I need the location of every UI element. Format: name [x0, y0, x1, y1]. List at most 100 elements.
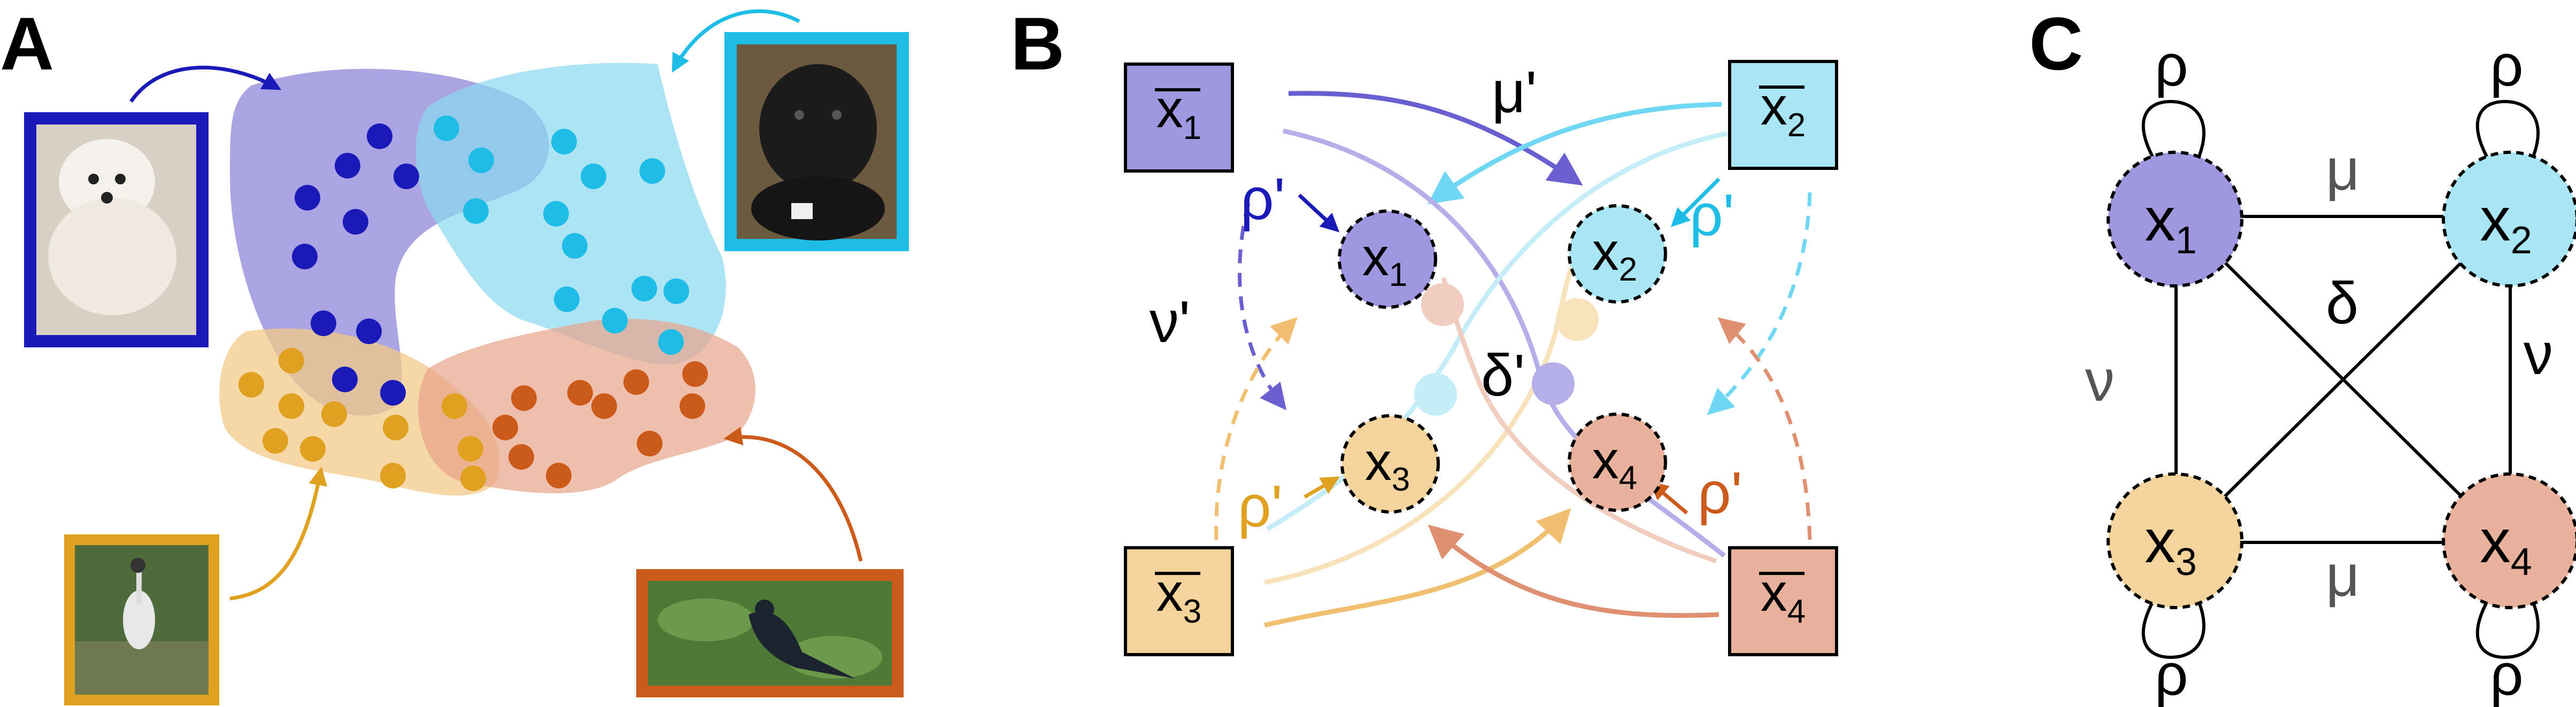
nu-arrow-mean4 — [1717, 317, 1812, 540]
photo-black-bird — [636, 569, 904, 697]
photo-white-dog — [24, 112, 209, 347]
svg-text:x4: x4 — [1592, 430, 1637, 496]
node-b-x3: x3 — [1340, 414, 1440, 514]
label-delta: δ — [2326, 270, 2358, 336]
photo-black-dog — [724, 32, 909, 251]
arrow-black-bird — [723, 426, 863, 562]
point — [295, 185, 320, 211]
delta-dot-yellow — [1556, 298, 1599, 341]
point — [434, 115, 459, 141]
point — [343, 209, 368, 235]
point — [554, 286, 580, 312]
label-rho-prime-3: ρ' — [1238, 473, 1283, 539]
point — [367, 123, 392, 149]
point — [311, 310, 336, 336]
label-mu-prime: μ' — [1492, 59, 1537, 125]
photo-white-bird — [64, 534, 219, 705]
loop-x3 — [2141, 597, 2205, 659]
delta-curve-yellow — [1264, 249, 1584, 585]
arrow-mean3-to-x4 — [1263, 508, 1571, 628]
mean-box-x1: x1 — [1124, 63, 1234, 173]
point — [380, 463, 406, 488]
mean-box-x2: x2 — [1728, 60, 1838, 170]
label-rho-x4: ρ — [2490, 642, 2524, 707]
label-rho-x2: ρ — [2490, 33, 2524, 98]
region-class4 — [418, 318, 755, 494]
point — [492, 415, 518, 440]
point — [623, 369, 649, 395]
node-c-x4: x4 — [2442, 472, 2576, 609]
panel-a-letter: A — [0, 2, 54, 86]
node-c-x3: x3 — [2107, 472, 2243, 609]
point — [332, 367, 358, 392]
point — [508, 444, 534, 470]
label-nu-left: ν — [2085, 348, 2115, 414]
delta-dot-purple — [1532, 362, 1575, 405]
point — [279, 393, 304, 419]
point — [468, 147, 494, 173]
point — [562, 233, 588, 259]
mean-box-x4: x4 — [1728, 546, 1838, 656]
delta-dot-orange — [1421, 283, 1464, 326]
point — [567, 380, 593, 406]
point — [442, 393, 467, 419]
nu-arrow-mean3 — [1214, 317, 1298, 540]
label-mu-bottom: μ — [2326, 543, 2359, 609]
rho-arrow-2 — [1671, 177, 1721, 227]
mean-box-x3: x3 — [1124, 546, 1234, 656]
nu-arrow-mean1 — [1238, 203, 1287, 410]
point — [383, 415, 408, 440]
panel-c-letter: C — [2029, 2, 2083, 86]
point — [238, 372, 264, 398]
point — [631, 276, 657, 301]
points-class2 — [434, 115, 689, 355]
point — [321, 401, 347, 427]
svg-text:x2: x2 — [1592, 222, 1637, 288]
label-rho-x1: ρ — [2155, 33, 2188, 98]
point — [658, 329, 684, 355]
delta-dot-cyan — [1414, 373, 1457, 416]
loop-x1 — [2141, 99, 2205, 161]
arrow-white-bird — [229, 467, 328, 601]
point — [546, 463, 572, 488]
point — [602, 308, 628, 333]
arrow-white-dog — [129, 66, 282, 103]
panel-b: B x1 x2 — [1011, 2, 1838, 656]
point — [680, 393, 705, 419]
point — [460, 465, 486, 491]
loop-x4 — [2475, 597, 2540, 659]
point — [551, 129, 577, 154]
svg-text:x3: x3 — [2145, 507, 2197, 584]
point — [581, 164, 606, 189]
nu-arrow-mean2 — [1707, 192, 1812, 415]
points-class3 — [238, 348, 486, 491]
panel-a: A — [0, 2, 909, 705]
label-rho-prime-4: ρ' — [1698, 460, 1742, 526]
point — [591, 393, 617, 419]
label-nu-prime: ν' — [1150, 289, 1190, 355]
loop-x2 — [2475, 99, 2540, 161]
svg-text:x4: x4 — [2480, 507, 2532, 584]
region-class2 — [415, 63, 726, 365]
label-rho-x3: ρ — [2155, 642, 2188, 707]
node-c-x1: x1 — [2107, 151, 2243, 288]
node-c-x2: x2 — [2442, 151, 2576, 288]
edge-delta-2 — [2217, 255, 2469, 504]
point — [292, 244, 318, 269]
svg-text:x1: x1 — [2145, 185, 2197, 262]
point — [664, 278, 689, 304]
point — [639, 158, 665, 184]
arrow-mean2-to-x1 — [1427, 102, 1722, 205]
arrow-black-dog — [672, 9, 800, 73]
node-b-x1: x1 — [1338, 209, 1437, 309]
svg-text:x3: x3 — [1365, 432, 1410, 498]
point — [335, 153, 360, 178]
points-class4 — [492, 361, 708, 488]
rho-arrow-1 — [1298, 193, 1340, 232]
panel-b-letter: B — [1011, 2, 1065, 86]
point — [511, 385, 537, 411]
label-nu-right: ν — [2524, 321, 2553, 387]
label-delta-prime: δ' — [1481, 343, 1525, 408]
point — [463, 198, 489, 224]
